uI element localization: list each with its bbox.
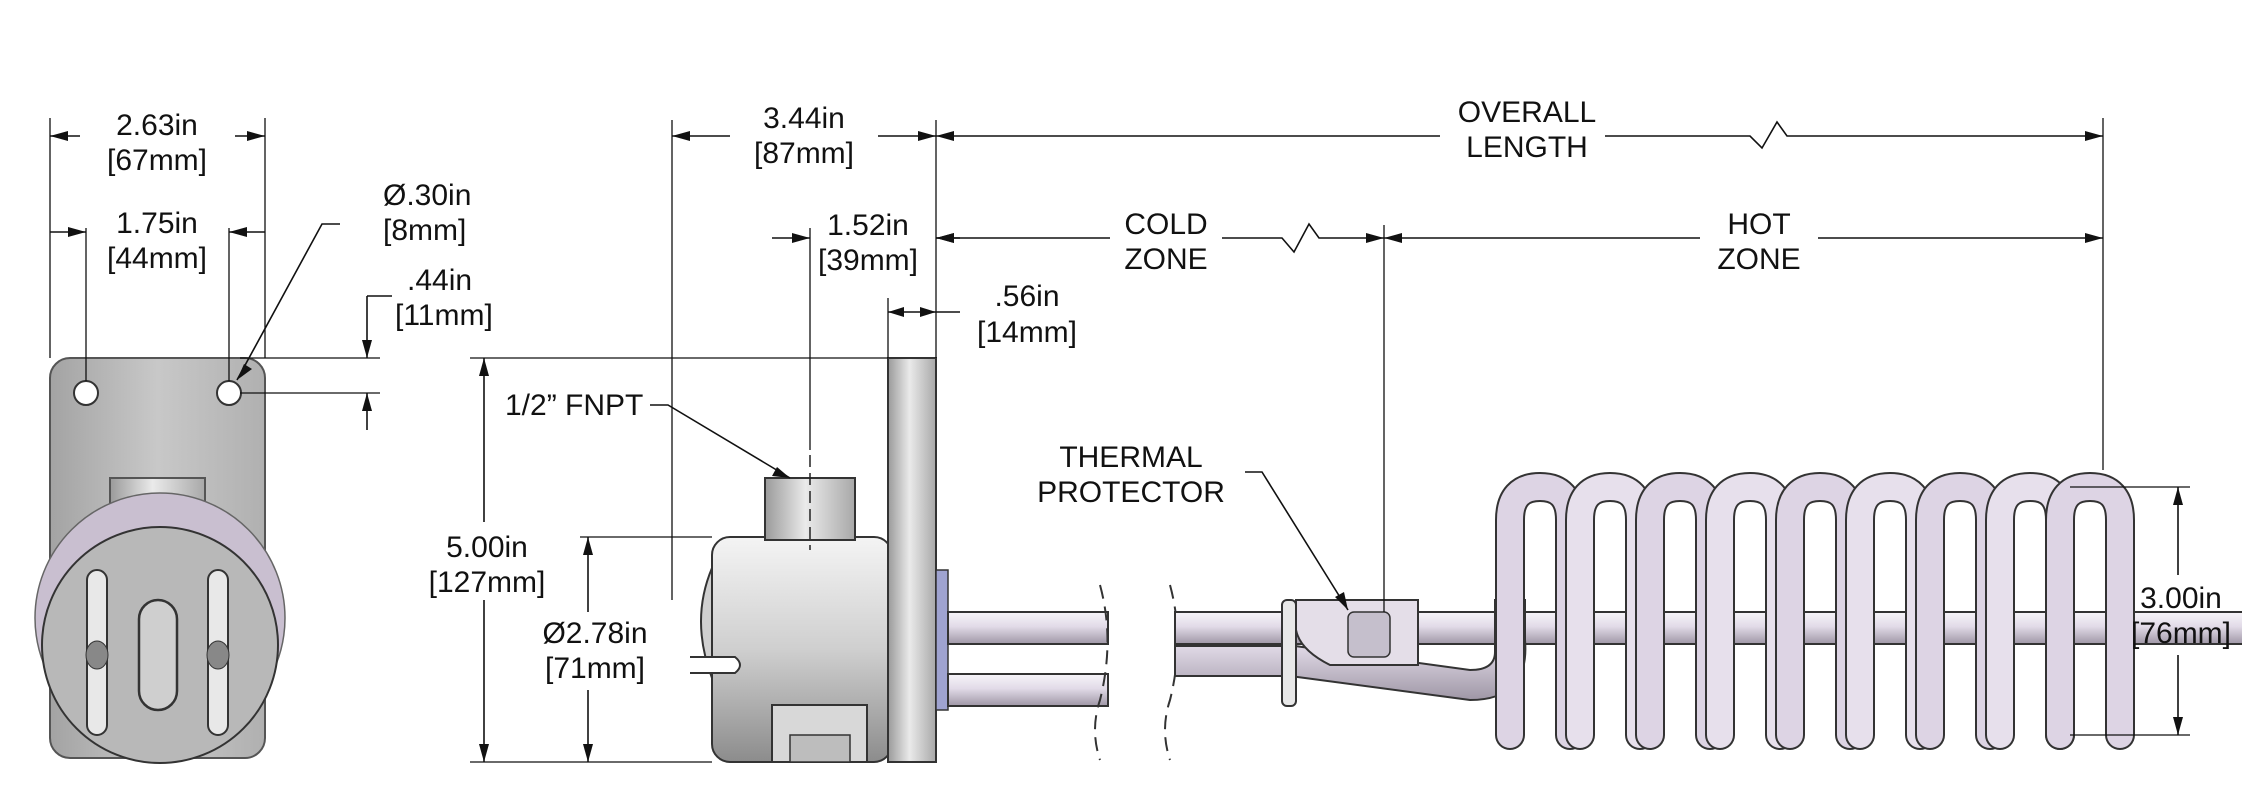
mounting-hole-left: [73, 380, 99, 406]
flange-plate: [887, 357, 937, 763]
end-view: [34, 357, 286, 764]
dim-flange-line2: [14mm]: [977, 316, 1077, 349]
sheath-tube-upper: [947, 611, 1109, 645]
dim-hole-offset-line2: [11mm]: [395, 299, 493, 332]
label-overall-line1: OVERALL: [1458, 96, 1596, 129]
dim-body-diameter-line1: Ø2.78in: [542, 617, 647, 650]
label-hot-line2: ZONE: [1717, 243, 1800, 276]
dim-head-height-line1: 5.00in: [446, 531, 528, 564]
dim-fitting-offset-line1: 1.52in: [827, 209, 909, 242]
flange-collar: [935, 569, 949, 711]
housing-tab: [771, 704, 868, 763]
sheath-tube-lower: [947, 673, 1109, 707]
dim-coil-diameter-line1: 3.00in: [2140, 582, 2222, 615]
label-cold-line2: ZONE: [1124, 243, 1207, 276]
dim-head-length-line2: [87mm]: [754, 137, 854, 170]
label-thermal-line1: THERMAL: [1059, 441, 1202, 474]
center-slot: [137, 598, 179, 712]
break-line-left: [1094, 584, 1109, 761]
dim-hole-diameter-line2: [8mm]: [383, 214, 466, 247]
label-cold-line1: COLD: [1124, 208, 1207, 241]
terminal-knot-right: [206, 640, 230, 670]
mounting-hole-right: [216, 380, 242, 406]
dim-hole-spacing-line2: [44mm]: [107, 242, 207, 275]
dim-hole-diameter-line1: Ø.30in: [383, 179, 471, 212]
dim-flange-line1: .56in: [994, 280, 1059, 313]
dim-hole-spacing-line1: 1.75in: [116, 207, 198, 240]
dim-head-height-line2: [127mm]: [429, 566, 546, 599]
thermal-protector-window: [1347, 611, 1391, 658]
dim-head-length-line1: 3.44in: [763, 102, 845, 135]
dim-coil-diameter-line2: [76mm]: [2131, 617, 2231, 650]
dimension-lines: 2.63in [67mm] 1.75in [44mm] Ø.30in [8mm]…: [49, 96, 2231, 763]
label-fnpt: 1/2” FNPT: [505, 389, 643, 422]
thermal-protector-clip: [1281, 599, 1297, 707]
dim-body-diameter-line2: [71mm]: [545, 652, 645, 685]
dim-end-width-line2: [67mm]: [107, 144, 207, 177]
side-view-head: [690, 357, 949, 763]
dim-hole-offset-line1: .44in: [407, 264, 472, 297]
dim-fitting-offset-line2: [39mm]: [818, 244, 918, 277]
label-hot-line1: HOT: [1727, 208, 1790, 241]
label-thermal-line2: PROTECTOR: [1037, 476, 1225, 509]
dim-end-width-line1: 2.63in: [116, 109, 198, 142]
housing-tab-inner: [789, 734, 851, 763]
label-overall-line2: LENGTH: [1466, 131, 1588, 164]
cap-notch: [690, 656, 741, 674]
terminal-knot-left: [85, 640, 109, 670]
